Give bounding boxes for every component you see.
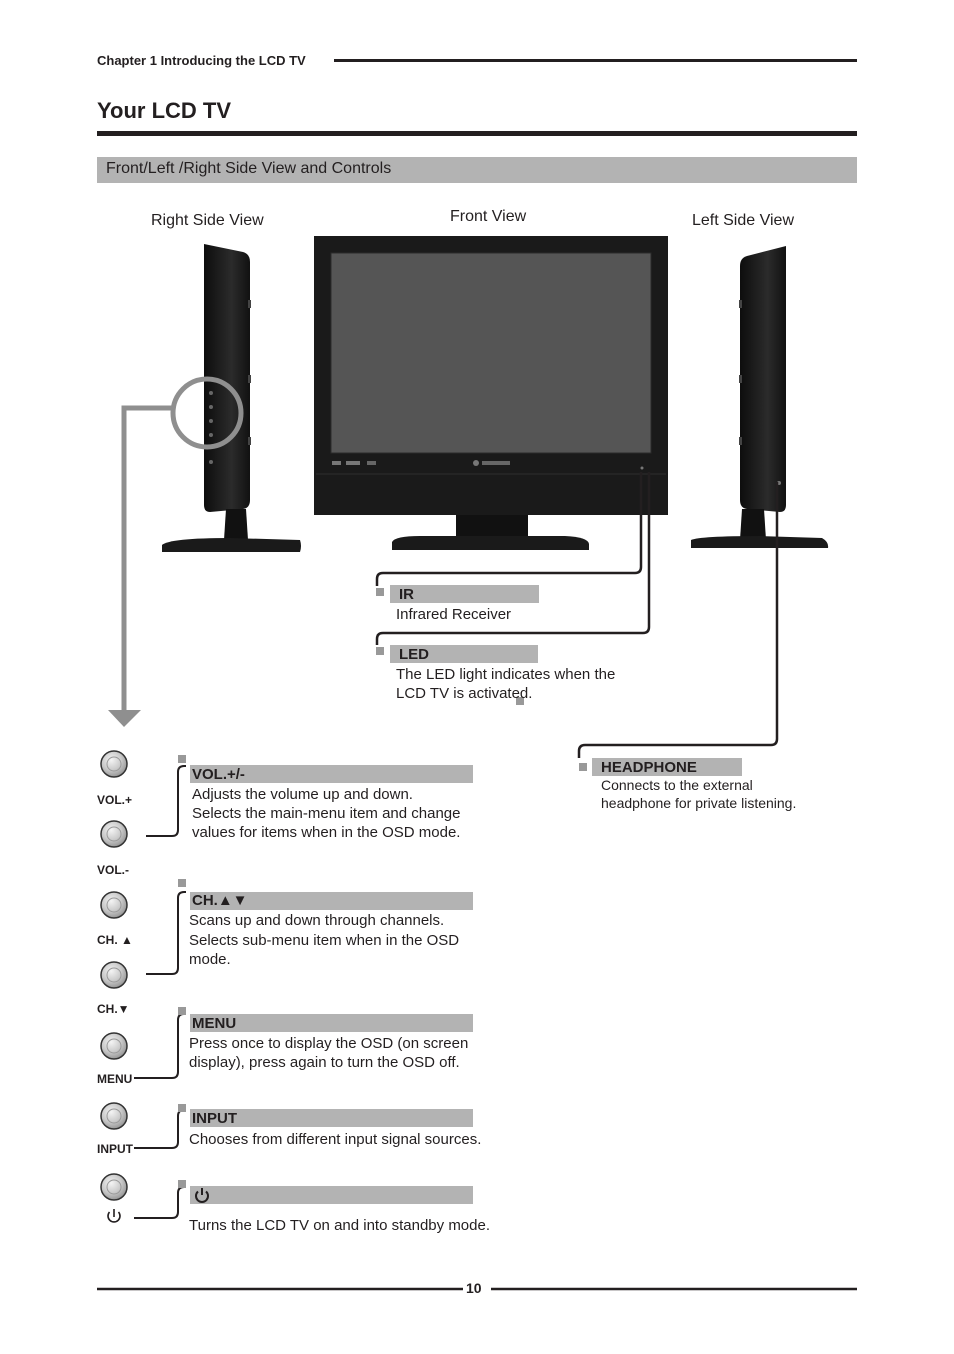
controls-arrow — [108, 405, 174, 727]
triangle-up-icon: ▲ — [121, 933, 133, 947]
input-description-line1: Chooses from different input signal sour… — [189, 1131, 482, 1148]
ch-down-label: CH.▼ — [97, 1002, 130, 1016]
vol-plus-label: VOL.+ — [97, 793, 133, 807]
led-description-line1: The LED light indicates when the — [396, 666, 616, 683]
menu-button-icon — [100, 1032, 128, 1060]
section-title: Front/Left /Right Side View and Controls — [106, 160, 392, 177]
ir-description: Infrared Receiver — [396, 606, 512, 623]
led-description-line2: LCD TV is activated. — [396, 685, 533, 702]
headphone-title: HEADPHONE — [601, 759, 697, 776]
ch-title: CH.▲▼ — [192, 892, 248, 909]
power-title-bar — [190, 1186, 473, 1204]
right-side-view-label: Right Side View — [151, 212, 264, 229]
menu-description-line2: display), press again to turn the OSD of… — [189, 1054, 460, 1071]
input-title: INPUT — [192, 1110, 237, 1127]
left-side-tv — [691, 246, 829, 548]
page-title: Your LCD TV — [97, 98, 232, 123]
left-side-view-label: Left Side View — [692, 212, 794, 229]
page-number: 10 — [466, 1280, 482, 1296]
led-title: LED — [399, 646, 429, 663]
vol-description-line1: Adjusts the volume up and down. — [192, 786, 413, 803]
ch-up-label: CH. ▲ — [97, 933, 133, 947]
front-view-label: Front View — [450, 208, 527, 225]
vol-minus-label: VOL.- — [97, 863, 129, 877]
menu-title: MENU — [192, 1015, 237, 1032]
power-symbol-icon — [107, 1209, 121, 1223]
headphone-description-line2: headphone for private listening. — [601, 795, 797, 811]
ch-down-button-icon — [100, 961, 128, 989]
led-title-bar — [390, 645, 538, 663]
power-button-icon — [100, 1173, 128, 1201]
power-description-line1: Turns the LCD TV on and into standby mod… — [189, 1217, 491, 1234]
chapter-heading: Chapter 1 Introducing the LCD TV — [97, 53, 306, 68]
ch-description-line2: Selects sub-menu item when in the OSD — [189, 932, 460, 949]
vol-plus-button-icon — [100, 750, 128, 778]
input-title-bar — [190, 1109, 473, 1127]
leader-lines — [375, 472, 779, 758]
vol-title-bar — [190, 765, 473, 783]
headphone-description-line1: Connects to the external — [601, 777, 753, 793]
menu-description-line1: Press once to display the OSD (on screen — [189, 1035, 469, 1052]
vol-description-line2: Selects the main-menu item and change — [192, 805, 461, 822]
ch-title-bar — [190, 892, 473, 910]
menu-title-bar — [190, 1014, 473, 1032]
chapter-rule — [334, 59, 857, 62]
ir-title: IR — [399, 586, 414, 603]
ch-up-button-icon — [100, 891, 128, 919]
menu-label: MENU — [97, 1072, 133, 1086]
right-side-tv — [162, 244, 301, 552]
control-brackets — [134, 765, 186, 1219]
title-rule — [97, 131, 857, 136]
input-label: INPUT — [97, 1142, 133, 1156]
side-buttons — [100, 750, 128, 1201]
ir-title-bar — [390, 585, 539, 603]
headphone-title-bar — [592, 758, 742, 776]
ch-description-line1: Scans up and down through channels. — [189, 912, 445, 929]
front-tv — [314, 236, 668, 550]
vol-minus-button-icon — [100, 820, 128, 848]
ch-description-line3: mode. — [189, 951, 231, 968]
vol-description-line3: values for items when in the OSD mode. — [192, 824, 461, 841]
power-icon — [195, 1188, 209, 1203]
section-bar — [97, 157, 857, 183]
vol-title: VOL.+/- — [192, 766, 245, 783]
triangle-down-icon: ▼ — [117, 1002, 130, 1016]
input-button-icon — [100, 1102, 128, 1130]
